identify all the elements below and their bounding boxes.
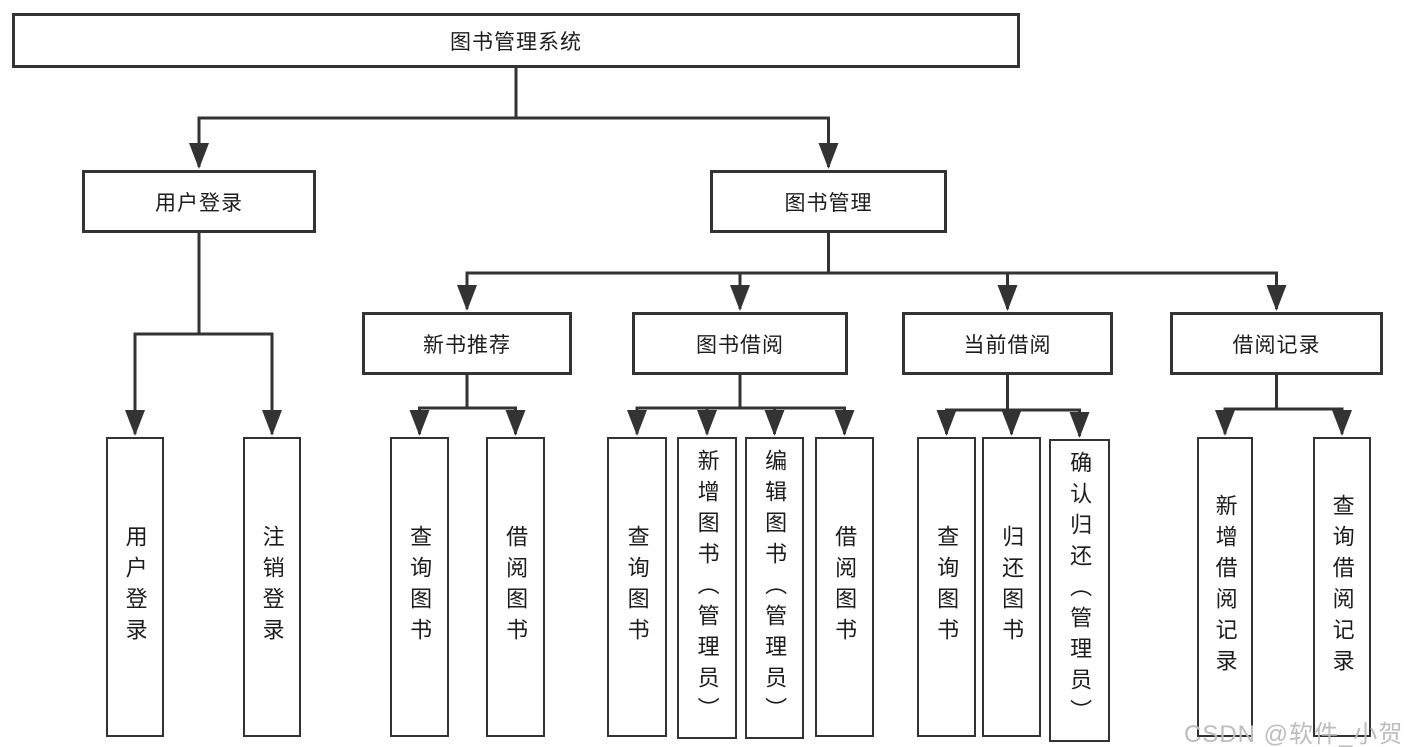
leaf-user-login: 用户登录	[106, 437, 164, 737]
leaf-query-books-borrowing: 查询图书	[607, 437, 667, 737]
node-user-login: 用户登录	[82, 170, 316, 233]
leaf-add-book-admin: 新增图书（管理员）	[677, 437, 737, 739]
node-current-borrowing: 当前借阅	[902, 312, 1113, 375]
leaf-confirm-return-admin-label: 确认归还（管理员）	[1067, 451, 1093, 730]
node-new-book-recommend: 新书推荐	[362, 312, 572, 375]
node-book-borrowing: 图书借阅	[632, 312, 848, 375]
leaf-user-login-label: 用户登录	[122, 525, 148, 649]
leaf-query-books-borrowing-label: 查询图书	[624, 525, 650, 649]
leaf-query-books-recommend: 查询图书	[390, 437, 449, 737]
node-library-system: 图书管理系统	[12, 13, 1020, 68]
node-book-management: 图书管理	[710, 170, 947, 233]
leaf-add-book-admin-label: 新增图书（管理员）	[694, 448, 720, 728]
leaf-add-borrow-record-label: 新增借阅记录	[1212, 494, 1238, 680]
leaf-logout-label: 注销登录	[259, 525, 285, 649]
leaf-query-borrow-record: 查询借阅记录	[1313, 437, 1371, 737]
csdn-watermark: CSDN @软件_小贺同学	[1184, 721, 1405, 747]
leaf-confirm-return-admin: 确认归还（管理员）	[1049, 439, 1110, 742]
leaf-borrow-books-recommend-label: 借阅图书	[503, 525, 529, 649]
leaf-borrow-books-recommend: 借阅图书	[486, 437, 545, 737]
leaf-borrow-books-borrowing: 借阅图书	[815, 437, 874, 737]
leaf-borrow-books-borrowing-label: 借阅图书	[832, 525, 858, 649]
leaf-logout: 注销登录	[243, 437, 301, 737]
leaf-edit-book-admin-label: 编辑图书（管理员）	[762, 448, 788, 728]
leaf-query-books-recommend-label: 查询图书	[407, 525, 433, 649]
leaf-return-books: 归还图书	[982, 437, 1041, 737]
node-borrowing-records: 借阅记录	[1170, 312, 1383, 375]
leaf-query-borrow-record-label: 查询借阅记录	[1329, 494, 1355, 680]
leaf-query-books-current-label: 查询图书	[934, 525, 960, 649]
leaf-query-books-current: 查询图书	[917, 437, 976, 737]
leaf-return-books-label: 归还图书	[999, 525, 1025, 649]
leaf-add-borrow-record: 新增借阅记录	[1197, 437, 1253, 737]
leaf-edit-book-admin: 编辑图书（管理员）	[745, 437, 804, 739]
